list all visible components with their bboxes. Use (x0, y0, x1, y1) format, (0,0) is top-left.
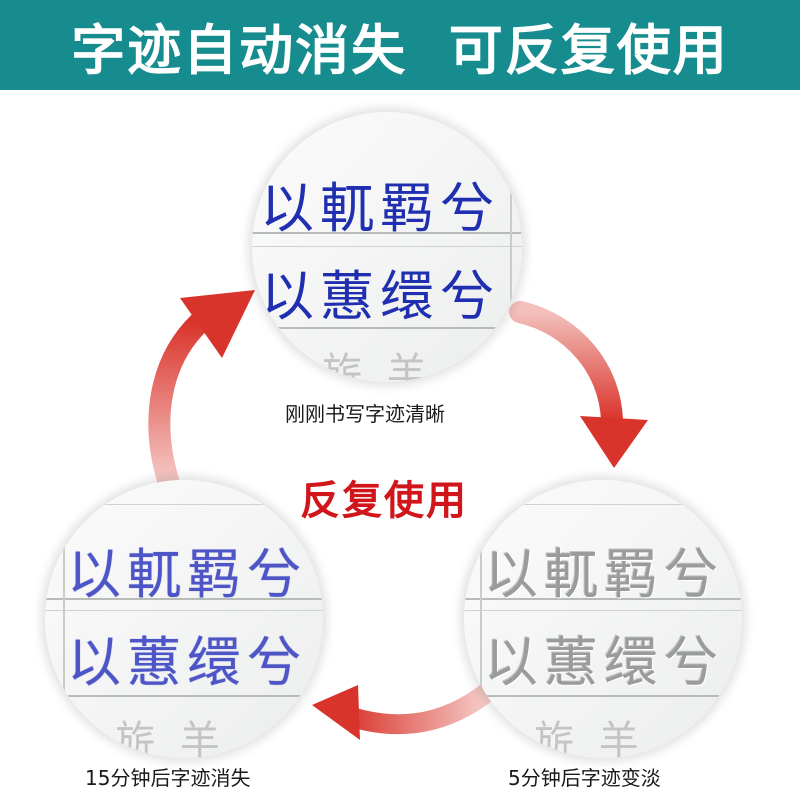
sample-line-2: 以蕙缳兮 (67, 631, 307, 694)
sample-5min-circle: 以軏羁兮 以蕙缳兮 旂 羊 (464, 480, 742, 758)
sample-line-1: 以軏羁兮 (484, 543, 724, 606)
caption-fresh: 刚刚书写字迹清晰 (285, 402, 445, 426)
sample-fresh-circle: 以軏羁兮 以蕙缳兮 旂 羊 (252, 112, 522, 382)
cycle-arrow-icon (148, 290, 255, 491)
sample-15min-circle: 以軏羁兮 以蕙缳兮 旂 羊 (45, 480, 323, 758)
sample-ghost-text: 旂 羊 (322, 350, 433, 382)
cycle-arrow-icon (509, 301, 648, 468)
sample-line-2: 以蕙缳兮 (260, 265, 500, 328)
sample-ghost-text: 旂 羊 (534, 718, 645, 758)
sample-line-2: 以蕙缳兮 (484, 631, 724, 694)
reuse-label: 反复使用 (300, 478, 468, 524)
sample-line-1: 以軏羁兮 (67, 543, 307, 606)
top-banner: 字迹自动消失 可反复使用 (0, 0, 800, 90)
banner-title: 字迹自动消失 可反复使用 (71, 18, 729, 82)
caption-5min: 5分钟后字迹变淡 (508, 766, 661, 790)
cycle-diagram: 以軏羁兮 以蕙缳兮 旂 羊 刚刚书写字迹清晰 反复使用 以軏羁兮 以蕙缳兮 旂 … (0, 90, 800, 800)
sample-ghost-text: 旂 羊 (115, 718, 226, 758)
caption-15min: 15分钟后字迹消失 (85, 766, 251, 790)
sample-line-1: 以軏羁兮 (260, 177, 500, 240)
